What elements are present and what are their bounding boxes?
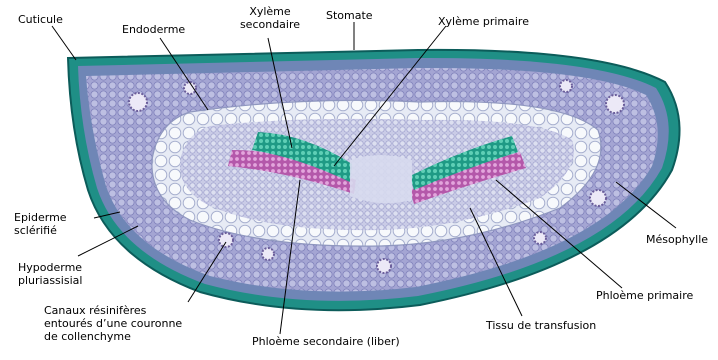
resin-canal (534, 232, 546, 244)
resin-canal (606, 95, 624, 113)
label-phloeme-secondaire: Phloème secondaire (liber) (252, 336, 400, 348)
resin-canal (262, 248, 274, 260)
label-endoderme: Endoderme (122, 24, 185, 36)
label-xyleme-secondaire-2: secondaire (228, 19, 312, 31)
central-tissue (350, 155, 412, 203)
label-mesophylle: Mésophylle (646, 234, 708, 246)
resin-canal (377, 259, 391, 273)
label-xyleme-primaire: Xylème primaire (438, 16, 529, 28)
resin-canal (590, 190, 606, 206)
label-stomate: Stomate (326, 10, 373, 22)
label-canaux-2: entourés d’une couronne (44, 318, 182, 330)
label-epiderme-1: Epiderme (14, 212, 67, 224)
leader-cuticule (52, 26, 76, 60)
label-phloeme-primaire: Phloème primaire (596, 290, 693, 302)
resin-canal (219, 233, 233, 247)
label-cuticule: Cuticule (18, 14, 63, 26)
label-canaux-3: de collenchyme (44, 331, 131, 343)
label-tissu-transfusion: Tissu de transfusion (486, 320, 596, 332)
label-canaux-1: Canaux résinifères (44, 305, 146, 317)
label-hypoderme-1: Hypoderme (18, 262, 82, 274)
label-epiderme-2: sclérifié (14, 225, 57, 237)
label-hypoderme-2: pluriassisial (18, 275, 82, 287)
label-xyleme-secondaire-1: Xylème (228, 6, 312, 18)
resin-canal (129, 93, 147, 111)
resin-canal (560, 80, 572, 92)
